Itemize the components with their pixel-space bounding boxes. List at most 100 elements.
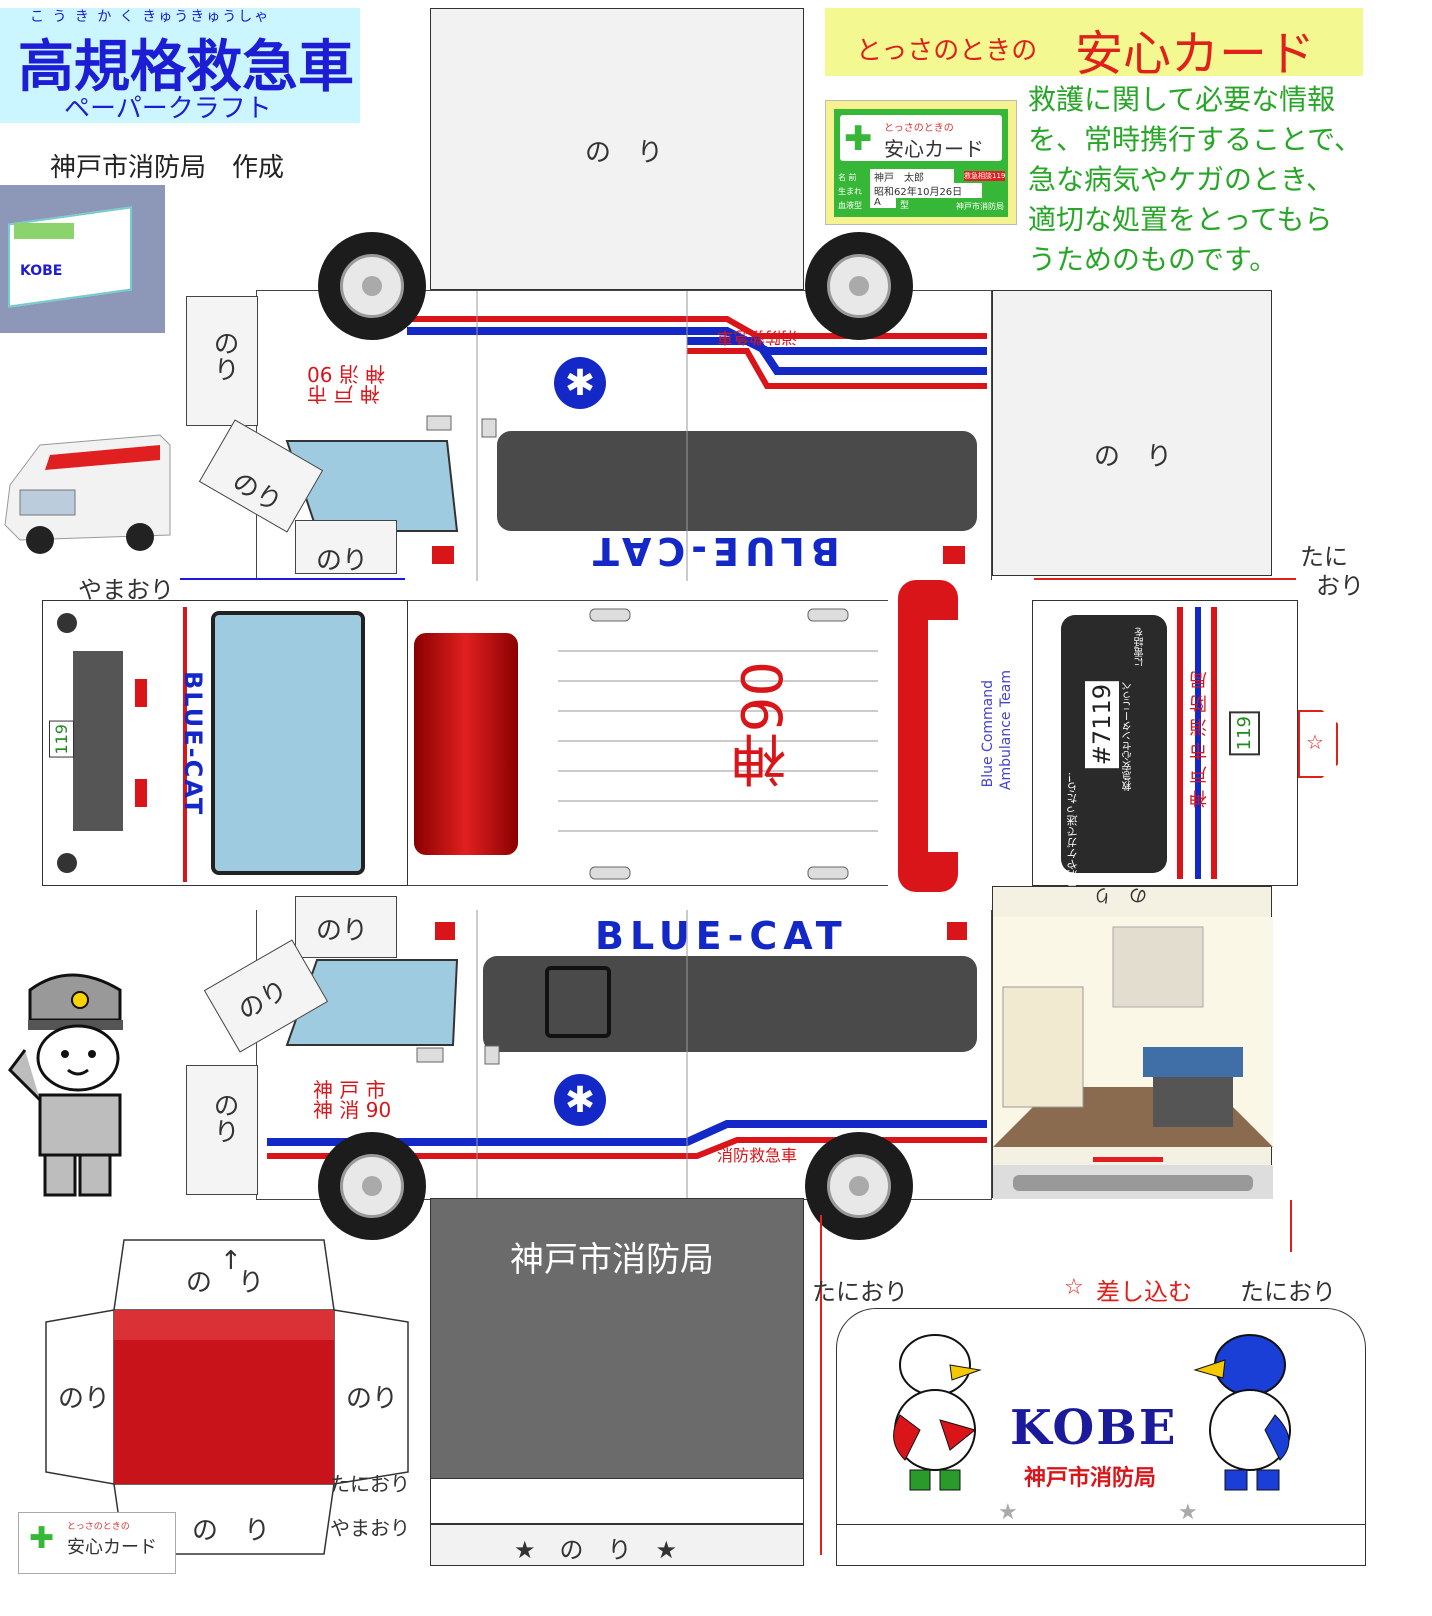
rear-panel-text: 神 戸 市 消 防 局 [1189,671,1210,808]
glue-label: の り [186,1268,265,1298]
roof-panel: 神90 [548,600,888,886]
officer-illustration [0,970,140,1200]
anshin-card-image: ✚ とっさのときの 安心カード 名 前 神戸 太郎 救急相談119 生まれ 昭和… [825,100,1017,225]
side-lower-name: BLUE-CAT [595,914,848,958]
insert-star: ☆ [1064,1275,1084,1300]
glue-label: のり [209,330,239,382]
kobe-star-right: ★ [1178,1500,1198,1525]
glue-label: の り [1094,442,1173,472]
card-description-line: うためのものです。 [1028,243,1278,276]
glue-flap-windshield-3 [295,896,397,958]
rear-insert-tab [1298,710,1338,778]
side-lower-plate-2: 神 消 90 [313,1098,392,1122]
card-small-text: とっさのときの [884,123,954,134]
card-row1-extra: 救急相談119 [964,171,1006,181]
glue-tab-top [430,8,804,290]
valley-fold-label-right: たにおり [1240,1278,1336,1306]
glue-label: の り [192,1516,271,1546]
bottom-panel-text: 神戸市消防局 [510,1240,714,1280]
glue-tab-rear-upper [992,290,1272,576]
kobe-star-left: ★ [998,1500,1018,1525]
rear-hotline: #7119 [1085,681,1119,769]
wheel-upper-left [318,232,426,340]
card-heading-bg [825,8,1363,76]
wheel-upper-right [805,232,913,340]
glue-label: の り [585,138,664,168]
card-description-line: 適切な処置をとってもら [1028,203,1333,236]
title-block [0,8,360,123]
card-row3-unit: 型 [900,201,910,211]
card-row1-label: 名 前 [838,173,857,182]
front-panel: BLUE-CAT 119 [42,600,408,886]
side-panel-upper: ✱ BLUE-CAT 神 戸 市 神 消 90 消防救急車 [256,290,992,581]
valley-fold-label-top-1: たに [1300,543,1348,571]
svg-text:✱: ✱ [565,1080,595,1121]
card-row2-value: 昭和62年10月26日 [870,183,982,198]
glue-label: のり [316,546,369,576]
card-description-line: 急な病気やケガのとき、 [1028,163,1335,196]
side-upper-name: BLUE-CAT [587,529,840,573]
card-issuer: 神戸市消防局 [956,202,1004,211]
svg-text:✱: ✱ [565,363,595,404]
card-thumb-title: 安心カード [67,1537,157,1558]
card-row3-label: 血液型 [838,201,862,210]
card-heading-prefix: とっさのときの [856,36,1038,66]
card-cross-icon: ✚ [29,1521,55,1556]
valley-fold-arrow-left [820,1215,822,1555]
side-upper-text: 消防救急車 [717,328,798,347]
valley-fold-label-top-2: おり [1316,572,1364,600]
glue-flap-upper-left [186,296,258,426]
hood-panel [408,600,548,886]
rear-light-bar [888,580,1032,892]
card-row2-label: 生まれ [838,187,862,196]
card-heading-main: 安心カード [1075,26,1316,82]
side-lower-text: 消防救急車 [717,1146,798,1165]
card-cross-icon: ✚ [844,119,873,159]
page-title: 高規格救急車 [18,35,354,100]
glue-flap-lower-left [186,1065,258,1195]
kobe-logo-sub: 神戸市消防局 [1024,1466,1157,1491]
card-description: 救護に関して必要な情報 を、常時携行することで、 急な病気やケガのとき、 適切な… [1028,80,1378,280]
rear-team-line2: Ambulance Team [998,670,1014,791]
glue-label: の り [1093,884,1147,905]
mountain-fold-label-top: やまおり [78,576,174,604]
rear-insert-star: ☆ [1306,730,1324,754]
glue-label: のり [316,916,369,946]
card-description-line: 救護に関して必要な情報 [1028,83,1336,116]
glue-label: のり [209,1092,239,1144]
roof-number: 神90 [731,661,796,789]
mascot-left [880,1320,990,1500]
mountain-fold-label-bottom: やまおり [330,1516,410,1540]
card-row1-value: 神戸 太郎 [870,169,954,184]
rear-team-line1: Blue Command [980,680,996,788]
side-panel-lower-art: ✱ [267,910,987,1200]
title-ruby: こ う き か く きゅうきゅうしゃ [30,9,271,25]
card-photo-logo: KOBE [20,263,63,279]
insert-label: 差し込む [1096,1278,1192,1306]
side-upper-plate-2: 神 消 90 [307,362,386,386]
rear-hotline-caption: 急病やケガで迷ったら！ [1066,771,1079,892]
valley-fold-arrow-right [1290,1200,1292,1252]
front-name: BLUE-CAT [179,671,207,817]
side-panel-upper-art: ✱ [285,291,987,581]
ambulance-photo [0,415,175,565]
rear-panel: #7119 急病やケガで迷ったら！ 救急安心センターこうべ に電話を 神 戸 市… [1032,600,1298,892]
card-thumb-small: とっさのときの [67,1522,130,1532]
kobe-glue-tab [836,1524,1366,1566]
bottom-glue-tab [430,1524,804,1566]
rear-hotline-center: 救急安心センターこうべ [1123,681,1134,791]
mountain-fold-line-top [180,578,405,580]
glue-arrow-icon: ↑ [220,1246,242,1276]
rear-hotline-top: に電話を [1135,627,1146,667]
glue-flap-windshield-2 [295,520,397,574]
interior-panel: の り [992,884,1273,1199]
lightbar-net: の り ↑ のり のり の り [44,1238,410,1556]
glue-label: のり [346,1384,399,1414]
glue-label: のり [58,1384,111,1414]
wheel-lower-left [318,1132,426,1240]
mascot-right [1185,1320,1305,1500]
wheel-lower-right [805,1132,913,1240]
valley-fold-line-top [1034,578,1296,580]
valley-fold-label-left: たにおり [812,1278,908,1306]
credit-text: 神戸市消防局 作成 [50,153,285,183]
